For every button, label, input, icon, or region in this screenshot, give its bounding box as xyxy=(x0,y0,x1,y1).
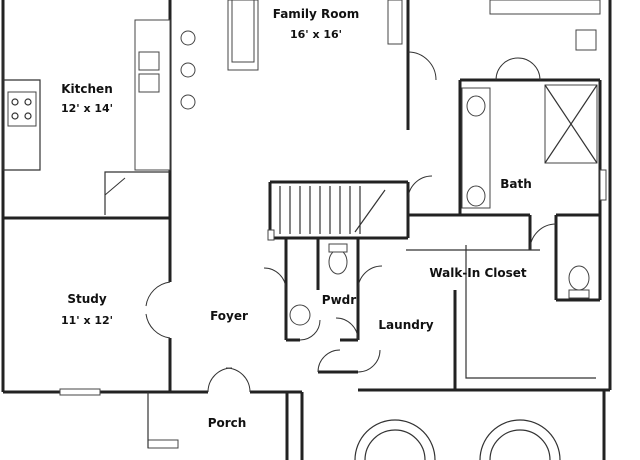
nightstand xyxy=(575,29,597,51)
stool-icon xyxy=(180,30,196,46)
patio-chair xyxy=(479,419,561,460)
room-name-bath: Bath xyxy=(500,177,532,191)
fireplace xyxy=(387,0,403,45)
doors xyxy=(145,51,557,393)
room-name-laundry: Laundry xyxy=(378,318,433,332)
window xyxy=(599,169,607,201)
room-labels: Family Room 16' x 16' Kitchen 12' x 14' … xyxy=(61,7,532,430)
sink-icon xyxy=(289,304,311,326)
room-name-foyer: Foyer xyxy=(210,309,248,323)
room-name-study: Study xyxy=(67,292,107,306)
room-name-family-room: Family Room xyxy=(273,7,360,21)
room-name-walk-in-closet: Walk-In Closet xyxy=(429,266,527,280)
window xyxy=(59,388,101,396)
room-size-family-room: 16' x 16' xyxy=(290,28,342,41)
details xyxy=(2,0,607,460)
porch-bench xyxy=(147,439,179,449)
room-name-kitchen: Kitchen xyxy=(61,82,113,96)
staircase xyxy=(279,186,386,234)
room-size-study: 11' x 12' xyxy=(61,314,113,327)
toilet-icon xyxy=(328,249,348,275)
window xyxy=(267,229,275,241)
room-name-pwdr: Pwdr xyxy=(322,293,356,307)
sink-icon xyxy=(466,185,486,207)
room-size-kitchen: 12' x 14' xyxy=(61,102,113,115)
room-name-porch: Porch xyxy=(208,416,247,430)
patio-chair xyxy=(354,419,436,460)
bed xyxy=(489,0,601,15)
stool-icon xyxy=(180,62,196,78)
toilet-icon xyxy=(568,265,590,291)
stool-icon xyxy=(180,94,196,110)
cooktop xyxy=(7,91,37,127)
sink-icon xyxy=(466,95,486,117)
kitchen-island xyxy=(134,19,171,171)
